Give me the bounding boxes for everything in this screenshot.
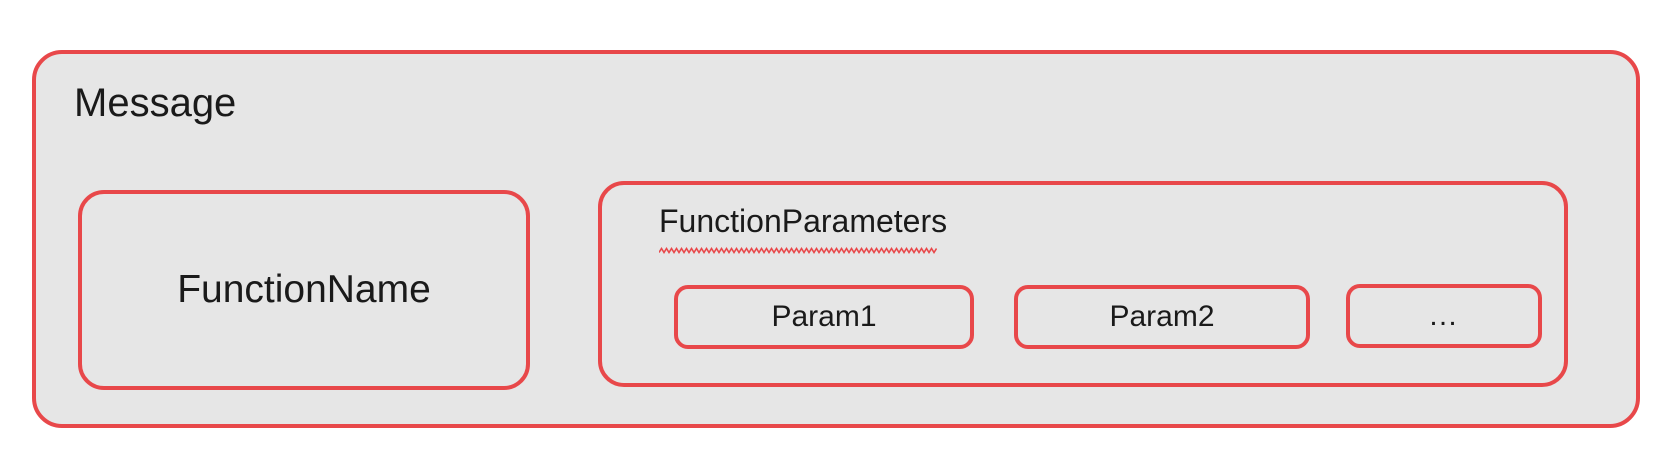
function-name-label: FunctionName (177, 268, 431, 311)
param-label: … (1428, 299, 1460, 332)
function-parameters-box[interactable]: FunctionParameters Param1 Param2 … (598, 181, 1568, 387)
param-label: Param2 (1109, 300, 1215, 333)
param-label: Param1 (771, 300, 877, 333)
param-chip[interactable]: Param1 (674, 285, 974, 349)
param-chip[interactable]: Param2 (1014, 285, 1310, 349)
function-parameters-label: FunctionParameters (659, 203, 948, 239)
spellcheck-squiggle-icon (659, 247, 937, 254)
message-title: Message (74, 81, 237, 125)
param-chip-ellipsis[interactable]: … (1346, 284, 1542, 348)
function-name-box[interactable]: FunctionName (78, 190, 530, 390)
